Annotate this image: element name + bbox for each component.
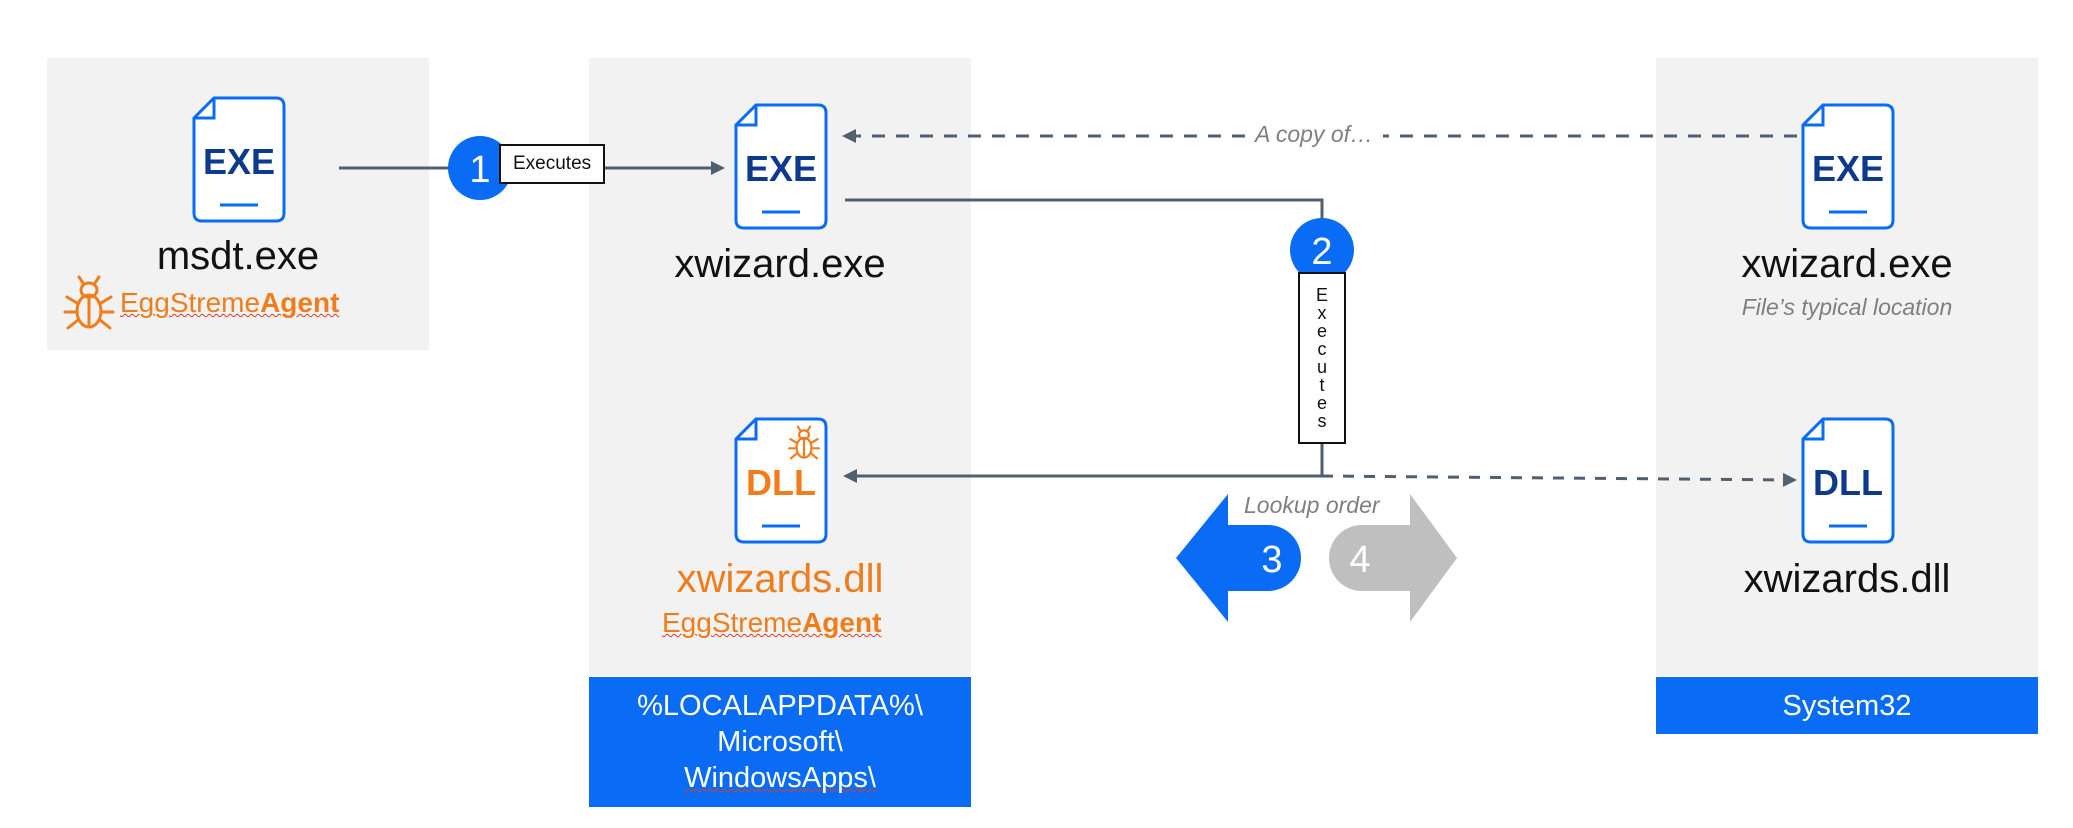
xwizards-system-dll-icon: DLL [1801,417,1895,544]
step2-letter-8: s [1317,411,1327,431]
xwizard-system-name: xwizard.exe [1741,242,1953,286]
step2-label-box: E x e c u t e s [1298,272,1346,444]
source-brand-label: EggStremeAgent [120,287,339,319]
source-brand-suffix: Agent [260,287,340,318]
step2-letter-2: x [1317,303,1327,323]
svg-text:DLL: DLL [1813,462,1883,503]
local-path-footer: %LOCALAPPDATA%\ Microsoft\ WindowsApps\ [589,677,971,807]
source-brand-prefix: EggStreme [120,287,261,318]
step2-letter-7: e [1316,393,1327,413]
xwizard-local-name: xwizard.exe [674,242,886,286]
step1-circle [448,136,512,200]
xwizards-local-dll-name: xwizards.dll [676,557,884,601]
svg-text:EXE: EXE [1812,148,1884,189]
msdt-file-name: msdt.exe [156,234,320,278]
xwizards-local-dll-icon: DLL [734,417,828,544]
step2-letter-6: t [1319,375,1325,395]
svg-text:DLL: DLL [746,462,816,503]
svg-text:EXE: EXE [745,148,817,189]
step2-number: 2 [1311,231,1332,273]
copy-note: A copy of… [1245,121,1384,148]
step2-letter-3: e [1316,321,1327,341]
step1-label: Executes [513,153,592,174]
system32-path-label: System32 [1782,689,1912,722]
step2-letter-1: E [1315,285,1328,305]
step2-circle [1290,218,1354,282]
step4-number: 4 [1349,539,1370,581]
step2-letter-5: u [1316,357,1327,377]
source-malware-bug-icon [63,275,115,330]
local-brand-prefix: EggStreme [662,607,803,638]
lookup-arrow-left [1176,494,1301,622]
lookup-arrow-right [1329,494,1457,622]
msdt-exe-file-icon: EXE [192,96,286,223]
local-path-line-2: Microsoft\ [717,726,843,758]
step1-label-box: Executes [499,144,606,184]
local-path-line-1: %LOCALAPPDATA%\ [637,690,923,722]
local-brand-label: EggStremeAgent [662,607,881,639]
local-path-line-3: WindowsApps\ [684,762,876,794]
step3-number: 3 [1261,539,1282,581]
local-brand-suffix: Agent [802,607,882,638]
xwizard-system-file-icon: EXE [1801,103,1895,230]
svg-text:EXE: EXE [203,141,275,182]
system-dll-dashed-connector [1321,472,1797,487]
xwizard-local-file-icon: EXE [734,103,828,230]
system-exe-note: File’s typical location [1741,294,1953,320]
system32-path-footer: System32 [1656,677,2038,734]
step1-number: 1 [469,149,490,191]
step2-letter-4: c [1317,339,1327,359]
lookup-order-note: Lookup order [1244,492,1380,518]
xwizards-system-dll-name: xwizards.dll [1743,557,1951,601]
